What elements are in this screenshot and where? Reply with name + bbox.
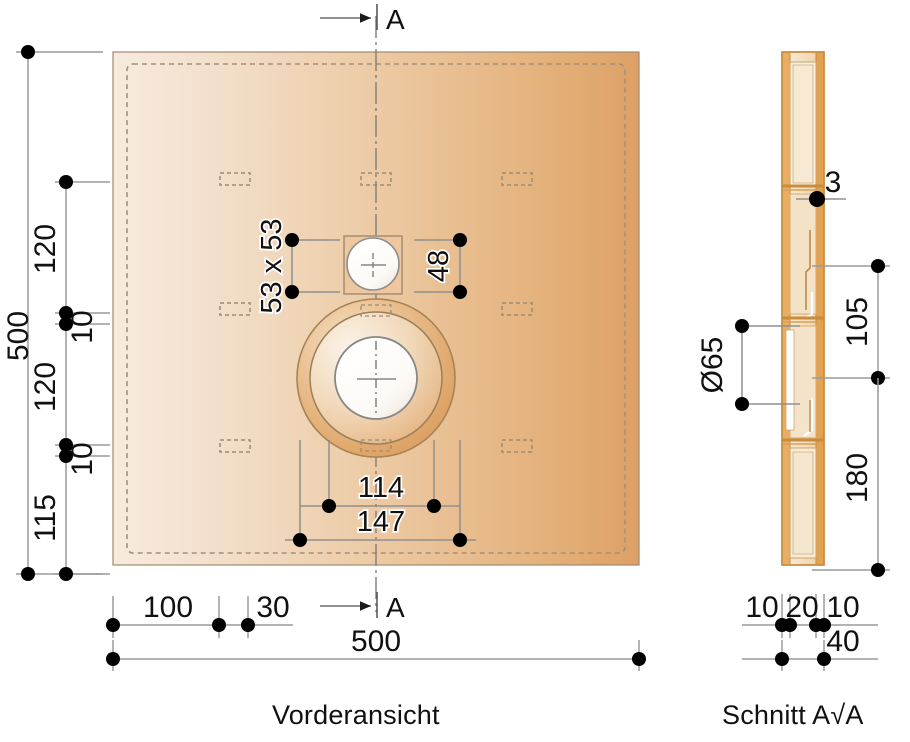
section-marker-top: A [320,4,405,35]
dim-label-120-lower: 120 [29,362,62,412]
dim-dot [775,652,789,666]
dim-dot [59,449,73,463]
dim-147: 147 [285,440,476,547]
dim-label-500-vertical: 500 [2,311,35,361]
dim-label-53x53: 53 x 53 [256,218,288,313]
dim-label-10-lower: 10 [66,442,99,475]
section-view-title: Schnitt A√A [722,700,864,730]
dim-label-115: 115 [29,494,62,542]
dim-d65: Ø65 [696,319,800,411]
dim-label-114: 114 [358,472,404,504]
dim-label-10-left: 10 [745,591,778,624]
dim-dot [322,499,336,513]
dim-dot [241,618,255,632]
dim-48: 48 [414,233,467,299]
upper-square-recess [343,235,403,295]
dim-dot [212,618,226,632]
front-view-title: Vorderansicht [272,700,440,730]
main-boss-assembly [296,298,456,458]
dim-label-147: 147 [357,506,405,538]
dim-dot [453,533,467,547]
dim-label-105: 105 [841,297,874,347]
dim-dot [817,618,831,632]
dim-dot [106,652,120,666]
section-step-detail [805,230,811,310]
dim-dot [59,306,73,320]
section-marker-label-top: A [386,4,405,35]
section-marker-label-bottom: A [386,592,405,623]
dim-label-48: 48 [423,250,455,282]
dim-dot [59,317,73,331]
dim-dot [21,45,35,59]
dim-label-40: 40 [826,625,859,658]
dim-dot [817,652,831,666]
section-view-profile [781,51,825,566]
dim-105: 105 [812,259,890,385]
dim-label-10-right: 10 [826,591,859,624]
dim-500-horizontal: 500 [106,625,646,671]
dim-3: 3 [796,166,846,207]
dim-dot [735,319,749,333]
dim-53x53: 53 x 53 [254,217,340,315]
dim-label-180: 180 [841,453,874,503]
dim-label-3: 3 [825,166,842,199]
dim-dot [632,652,646,666]
section-marker-bottom: A [320,592,405,623]
dim-dot [735,397,749,411]
dim-chain-vertical: 120 10 120 10 115 [29,175,110,581]
dim-dot [783,618,797,632]
dim-dot [809,191,825,207]
dim-180: 180 [812,378,890,577]
dim-label-20: 20 [785,591,818,624]
dim-chain-horizontal: 100 30 [106,591,293,638]
dim-dot [871,563,885,577]
dim-dot [453,285,467,299]
dim-dot [427,499,441,513]
dim-label-d65: Ø65 [696,337,729,394]
dim-500-vertical: 500 [2,45,103,581]
dim-label-10-upper: 10 [66,310,99,343]
main-bore-hole [334,336,418,420]
dim-dot [21,567,35,581]
dim-dot [285,233,299,247]
dim-dot [106,618,120,632]
dim-label-120-upper: 120 [29,224,62,274]
dim-dot [453,233,467,247]
dim-dot [871,259,885,273]
dim-40: 40 [742,625,878,671]
dim-label-100: 100 [143,591,193,624]
dim-dot [285,285,299,299]
dim-section-bottom-chain: 10 20 10 [742,591,878,638]
dim-label-500-horizontal: 500 [351,625,401,658]
dim-dot [59,438,73,452]
dim-114: 114 [300,440,460,513]
dim-dot [59,567,73,581]
dim-dot [59,175,73,189]
dim-label-30: 30 [256,591,289,624]
dim-dot [293,533,307,547]
